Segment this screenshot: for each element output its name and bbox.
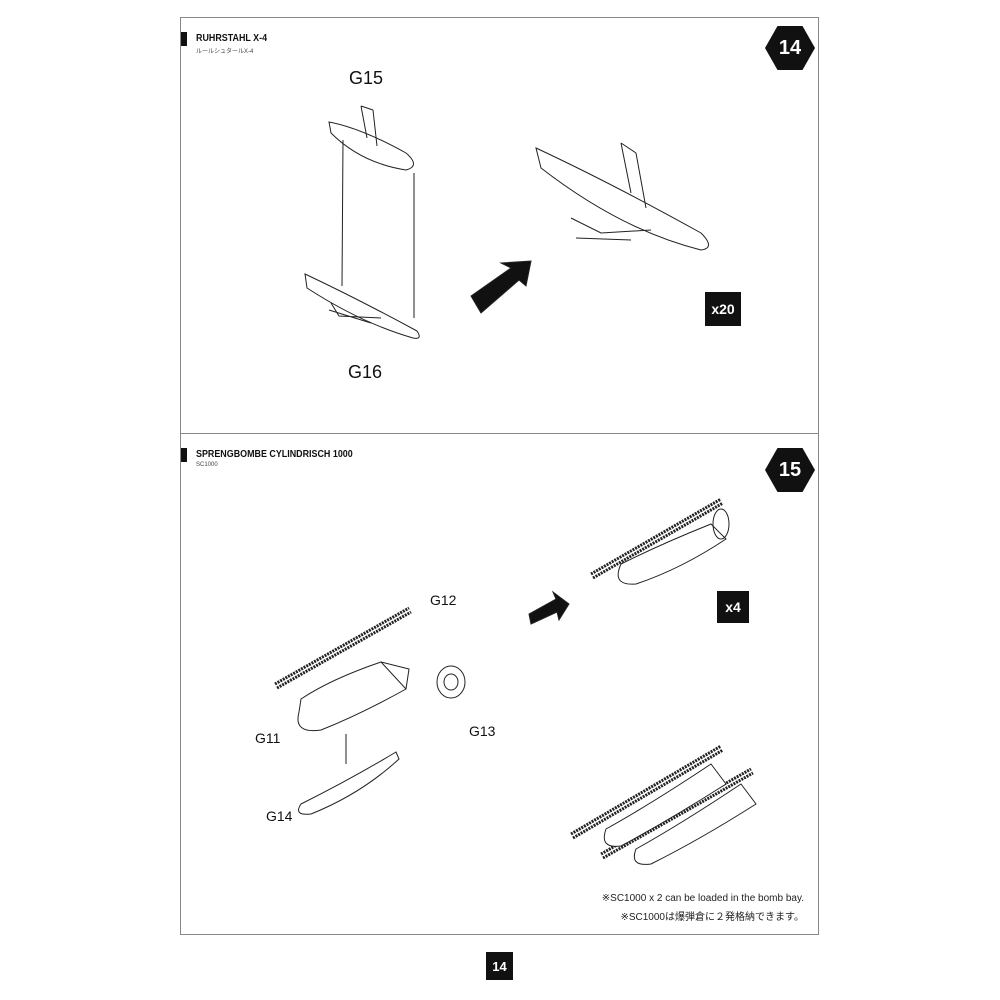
quantity-badge: x4 — [717, 591, 749, 623]
quantity-badge: x20 — [705, 292, 741, 326]
page-number: 14 — [486, 952, 513, 980]
note-english: ※SC1000 x 2 can be loaded in the bomb ba… — [601, 893, 804, 904]
part-label-g11: G11 — [255, 730, 281, 746]
part-label-g14: G14 — [266, 808, 293, 824]
step-15-panel: SPRENGBOMBE CYLINDRISCH 1000 SC1000 15 G… — [180, 433, 819, 935]
step-subtitle: SC1000 — [196, 462, 218, 468]
part-label-g15: G15 — [349, 68, 384, 88]
part-label-g12: G12 — [430, 592, 457, 608]
step-14-panel: RUHRSTAHL X-4 ルールシュタールX-4 14 G15 G16 x20 — [180, 17, 819, 434]
header-bar — [181, 448, 187, 462]
note-japanese: ※SC1000は爆弾倉に２発格納できます。 — [620, 912, 804, 923]
sc1000-bomb-illustration — [274, 497, 757, 865]
step-title: RUHRSTAHL X-4 — [196, 32, 268, 44]
part-label-g16: G16 — [348, 362, 383, 382]
step-title: SPRENGBOMBE CYLINDRISCH 1000 — [196, 448, 353, 460]
part-label-g13: G13 — [469, 723, 496, 739]
step-subtitle: ルールシュタールX-4 — [196, 49, 254, 55]
header-bar — [181, 32, 187, 46]
x4-missile-illustration — [304, 105, 709, 339]
